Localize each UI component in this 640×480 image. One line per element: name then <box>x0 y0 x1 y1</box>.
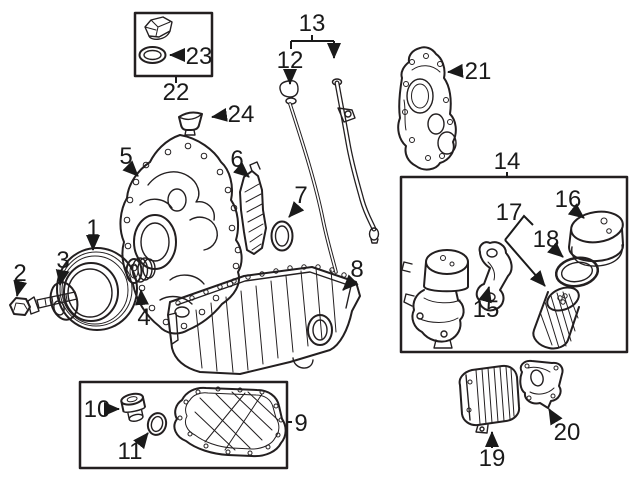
callout-15: 15 <box>473 286 500 323</box>
callout-11: 11 <box>118 432 149 465</box>
part-pulley-bolt <box>9 291 78 316</box>
lower-oil-pan-box <box>78 380 289 470</box>
callout-label-21: 21 <box>465 58 492 85</box>
part-filler-cap-seal <box>138 46 167 64</box>
callout-label-23: 23 <box>186 43 213 70</box>
callout-label-10: 10 <box>84 396 111 423</box>
callout-1: 1 <box>86 215 100 251</box>
callout-label-22: 22 <box>163 79 190 106</box>
part-drain-plug <box>120 392 146 422</box>
callout-label-9: 9 <box>294 410 307 437</box>
part-oil-filter-element <box>532 286 580 350</box>
oil-filter-box <box>399 175 629 354</box>
part-dipstick-tube <box>331 78 380 244</box>
part-filler-neck <box>178 111 203 136</box>
part-oil-filter-housing <box>401 249 470 349</box>
callout-24: 24 <box>211 101 255 128</box>
part-drain-plug-seal <box>146 412 168 436</box>
callout-8: 8 <box>342 256 364 291</box>
part-chain-guide-rail <box>239 161 267 255</box>
callout-label-4: 4 <box>137 304 150 331</box>
callout-label-15: 15 <box>473 296 500 323</box>
callout-label-16: 16 <box>555 186 582 213</box>
part-oil-dipstick <box>279 79 338 274</box>
callout-label-18: 18 <box>533 226 560 253</box>
callout-label-19: 19 <box>479 445 506 472</box>
callout-label-17: 17 <box>496 199 523 226</box>
callout-label-12: 12 <box>277 47 304 74</box>
callout-22: 22 <box>163 77 190 106</box>
callout-18: 18 <box>533 226 564 258</box>
callout-7: 7 <box>288 182 308 218</box>
callout-5: 5 <box>119 143 139 177</box>
callout-4: 4 <box>135 289 151 331</box>
part-lower-oil-pan <box>173 386 287 458</box>
callout-12: 12 <box>277 47 304 85</box>
callout-16: 16 <box>555 186 585 219</box>
callout-label-3: 3 <box>56 247 69 274</box>
part-oil-filter-oring <box>554 256 600 288</box>
part-oil-cooler <box>458 364 521 434</box>
callout-label-13: 13 <box>299 10 326 37</box>
part-seal-ring <box>270 220 294 252</box>
callout-2: 2 <box>13 260 28 297</box>
part-oil-cooler-gasket <box>519 359 564 409</box>
part-oil-filler-cap <box>144 16 173 40</box>
callout-label-14: 14 <box>494 148 521 175</box>
callout-3: 3 <box>55 247 70 286</box>
filler-cap-box <box>133 11 214 78</box>
callout-6: 6 <box>230 146 250 178</box>
callout-19: 19 <box>479 431 506 472</box>
callout-10: 10 <box>84 396 120 423</box>
callout-label-6: 6 <box>230 146 243 173</box>
callout-9: 9 <box>287 410 308 437</box>
callout-label-8: 8 <box>350 256 363 283</box>
part-front-cover-plate <box>397 46 457 171</box>
callout-20: 20 <box>548 408 581 446</box>
callout-21: 21 <box>447 58 492 85</box>
callout-label-2: 2 <box>13 260 26 287</box>
callout-17: 17 <box>496 199 546 287</box>
callout-label-7: 7 <box>294 182 307 209</box>
callout-23: 23 <box>169 43 213 70</box>
callout-label-24: 24 <box>228 101 255 128</box>
callout-label-5: 5 <box>119 143 132 170</box>
callout-13: 13 <box>290 10 341 59</box>
callout-label-11: 11 <box>118 438 143 465</box>
callout-label-20: 20 <box>554 419 581 446</box>
part-timing-cover <box>119 134 243 335</box>
callout-label-1: 1 <box>86 215 99 242</box>
part-crankshaft-hub <box>125 257 156 284</box>
callout-14: 14 <box>494 148 521 178</box>
